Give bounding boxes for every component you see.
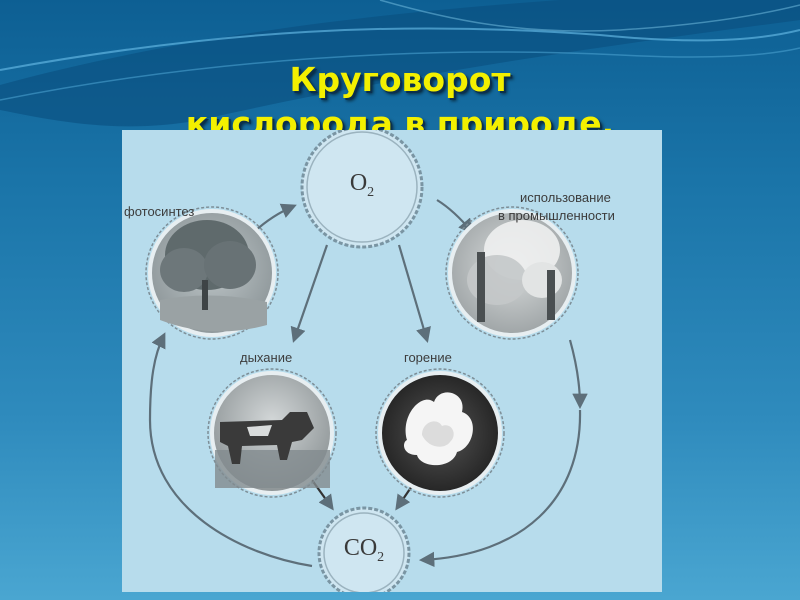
co2-subscript: 2 xyxy=(377,549,385,565)
o2-circle xyxy=(300,130,424,249)
label-respiration: дыхание xyxy=(240,350,293,365)
arrow-photosynthesis-to-o2 xyxy=(253,203,297,233)
o2-formula: O xyxy=(349,170,368,196)
arrow-industry-to-co2 xyxy=(418,409,582,568)
o2-subscript: 2 xyxy=(367,184,375,200)
arrow-o2-to-respiration xyxy=(290,244,329,343)
o2-label: O2 xyxy=(332,170,392,201)
arrow-industry-down xyxy=(568,339,588,410)
co2-circle xyxy=(317,506,411,592)
co2-formula: CO xyxy=(343,535,378,561)
label-industry-line2: в промышленности xyxy=(498,208,615,223)
label-combustion: горение xyxy=(404,350,452,365)
arrow-co2-to-photosynthesis xyxy=(148,332,313,568)
arrow-o2-to-combustion xyxy=(397,244,431,343)
label-photosynthesis: фотосинтез xyxy=(124,204,195,219)
cow-photo xyxy=(207,368,337,498)
diagram-graphics xyxy=(145,130,588,592)
fire-photo xyxy=(375,368,505,498)
tree-photo xyxy=(145,206,279,340)
factory-smoke-photo xyxy=(445,206,579,340)
label-industry-line1: использование xyxy=(520,190,611,205)
arrow-o2-to-industry xyxy=(436,199,474,235)
co2-label: CO2 xyxy=(324,535,404,566)
oxygen-cycle-diagram: O2 CO2 фотосинтез использование в промыш… xyxy=(122,130,662,592)
title-line-1: Круговорот xyxy=(289,60,511,99)
